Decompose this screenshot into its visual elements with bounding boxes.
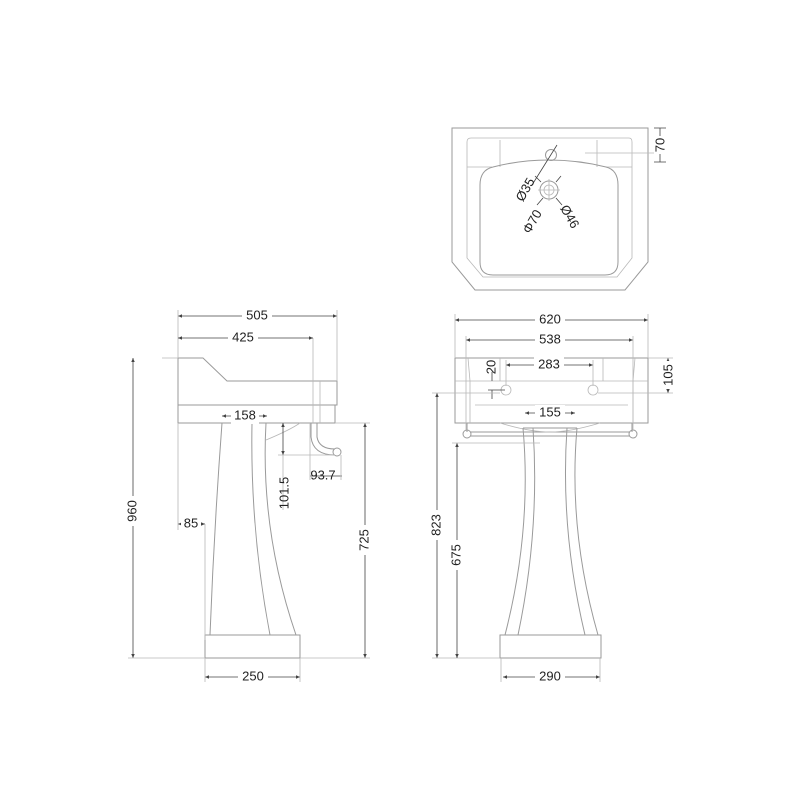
pedestal-height-dim: 725 xyxy=(356,529,371,551)
overall-width-dim: 620 xyxy=(539,311,561,326)
overall-depth-dim: 505 xyxy=(246,307,268,322)
towel-rail xyxy=(466,423,633,437)
fixing-offset-dim: 20 xyxy=(483,360,498,374)
top-view: Ø35 Φ70 Ø46 70 xyxy=(451,127,668,291)
fixing-centres-dim: 283 xyxy=(538,356,560,371)
overall-height-dim: 960 xyxy=(124,500,139,522)
pedestal-side xyxy=(209,422,297,636)
pedestal-top-width-dim: 155 xyxy=(539,404,561,419)
base-depth-dim: 250 xyxy=(242,668,264,683)
pedestal-base-side xyxy=(204,634,301,659)
inner-width-dim: 538 xyxy=(539,331,561,346)
pedestal-width-dim: 158 xyxy=(234,407,256,422)
rim-height-dim: 105 xyxy=(660,364,675,386)
basin-rim-top xyxy=(466,137,633,278)
basin-outline-top xyxy=(451,127,649,291)
waste-inner-dim: Ø46 xyxy=(557,202,582,231)
side-view: 505 425 960 158 101.5 93.7 85 725 250 xyxy=(124,307,373,685)
trap-pipe xyxy=(310,423,336,456)
pedestal-base-front xyxy=(499,634,602,659)
fixing-height-dim: 823 xyxy=(428,514,443,536)
rear-depth-dim: 70 xyxy=(652,138,667,152)
tap-hole-dim: Ø35 xyxy=(512,175,537,204)
front-view: 620 538 283 20 105 155 823 675 290 xyxy=(428,311,677,685)
pedestal-front xyxy=(504,427,599,636)
tap-hole xyxy=(545,149,557,161)
trap-drop-dim: 101.5 xyxy=(276,477,291,510)
pedestal-setback-dim: 85 xyxy=(184,515,198,530)
waste-outer-dim: Φ70 xyxy=(519,207,544,236)
bowl-outline-top xyxy=(479,159,619,276)
bowl-depth-dim: 425 xyxy=(232,329,254,344)
rail-height-dim: 675 xyxy=(448,544,463,566)
trap-offset-dim: 93.7 xyxy=(310,467,335,482)
base-width-dim: 290 xyxy=(539,668,561,683)
